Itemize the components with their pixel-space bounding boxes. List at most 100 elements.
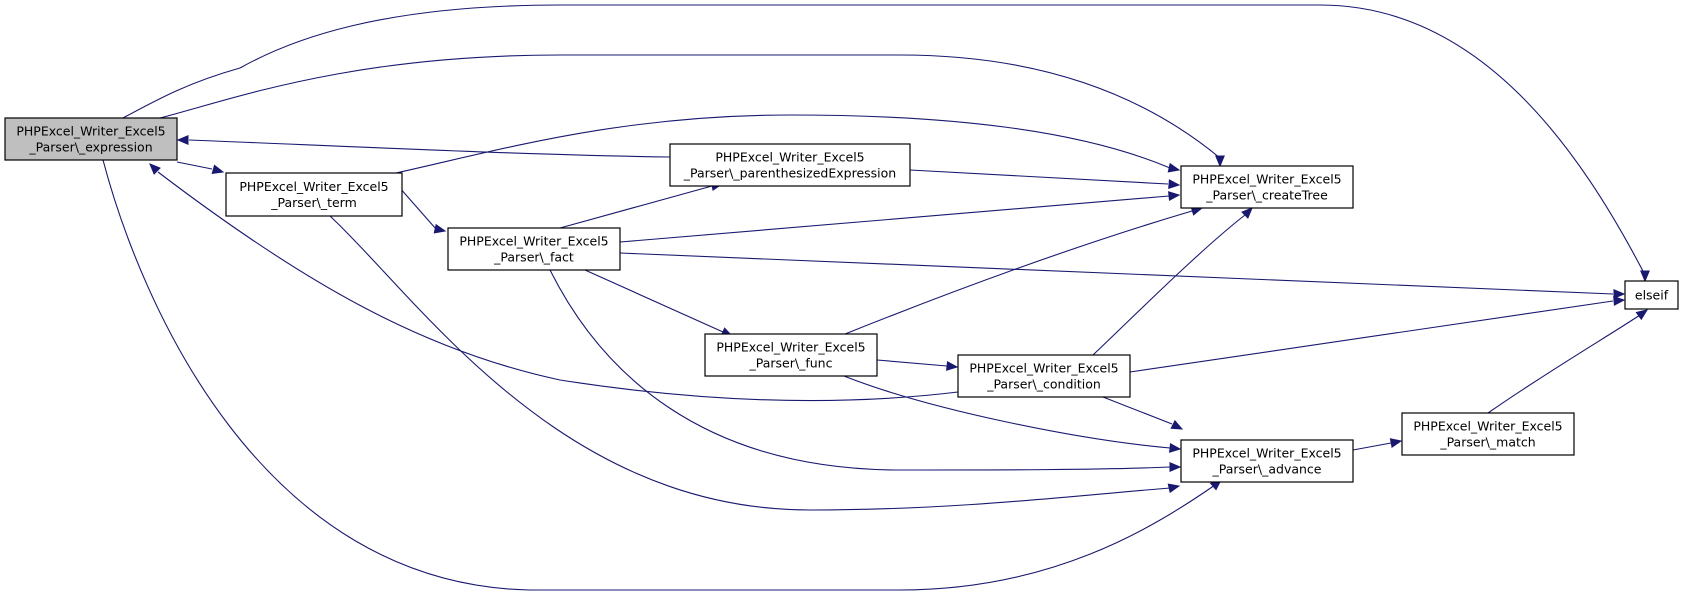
edge-advance-to-match — [1352, 438, 1403, 451]
node-match[interactable]: PHPExcel_Writer_Excel5_Parser\_match — [1401, 412, 1575, 456]
node-term[interactable]: PHPExcel_Writer_Excel5_Parser\_term — [225, 172, 403, 217]
edge-func-to-createTree — [844, 206, 1204, 335]
arrowhead-icon — [149, 163, 161, 175]
edge-condition-to-expression — [149, 163, 959, 402]
edge-line — [159, 54, 1221, 159]
node-box — [225, 172, 403, 217]
edge-fact-to-func — [584, 269, 734, 337]
node-label-line: PHPExcel_Writer_Excel5 — [239, 179, 388, 194]
edge-line — [909, 169, 1169, 185]
edge-fact-to-elseif — [619, 252, 1626, 299]
node-label-line: PHPExcel_Writer_Excel5 — [1413, 419, 1562, 434]
arrowhead-icon — [1168, 179, 1181, 190]
node-label-line: PHPExcel_Writer_Excel5 — [16, 124, 165, 139]
arrowhead-icon — [433, 223, 447, 234]
node-advance[interactable]: PHPExcel_Writer_Excel5_Parser\_advance — [1180, 439, 1354, 483]
edge-line — [329, 215, 1171, 511]
edge-line — [559, 185, 713, 229]
arrowhead-icon — [1167, 483, 1181, 494]
arrowhead-icon — [1640, 270, 1650, 283]
edge-line — [398, 186, 437, 230]
edge-line — [188, 139, 671, 158]
node-label-line: _Parser\_advance — [1212, 462, 1322, 477]
edge-line — [1487, 314, 1641, 414]
node-box — [1401, 412, 1575, 456]
arrowhead-icon — [1167, 162, 1181, 173]
arrowhead-icon — [1169, 443, 1182, 453]
edge-line — [1352, 442, 1392, 451]
edge-match-to-elseif — [1487, 309, 1649, 414]
edge-layer — [102, 4, 1650, 591]
arrowhead-icon — [1389, 438, 1403, 448]
edge-func-to-advance — [843, 375, 1182, 453]
arrowhead-icon — [1169, 462, 1182, 472]
node-box — [4, 117, 178, 161]
node-layer: PHPExcel_Writer_Excel5_Parser\_expressio… — [4, 117, 1679, 483]
node-label-line: _Parser\_term — [270, 195, 357, 210]
node-label-line: _Parser\_expression — [28, 140, 152, 155]
node-label-line: _Parser\_match — [1439, 435, 1535, 450]
arrowhead-icon — [1168, 191, 1181, 201]
node-label-line: PHPExcel_Writer_Excel5 — [715, 150, 864, 165]
edge-line — [176, 161, 213, 170]
edge-expression-to-createTree — [159, 54, 1225, 168]
node-createTree[interactable]: PHPExcel_Writer_Excel5_Parser\_createTre… — [1180, 165, 1354, 209]
node-label-line: _Parser\_func — [749, 356, 833, 371]
edge-line — [1092, 214, 1246, 356]
node-expression[interactable]: PHPExcel_Writer_Excel5_Parser\_expressio… — [4, 117, 178, 161]
arrowhead-icon — [1635, 309, 1649, 321]
node-elseif[interactable]: elseif — [1624, 280, 1679, 310]
node-box — [957, 354, 1131, 398]
edge-line — [844, 210, 1193, 335]
node-label-line: elseif — [1635, 288, 1669, 303]
node-func[interactable]: PHPExcel_Writer_Excel5_Parser\_func — [704, 333, 878, 377]
edge-parenthesized-to-expression — [176, 135, 671, 158]
edge-term-to-fact — [398, 186, 447, 234]
edge-line — [157, 171, 959, 402]
edge-line — [619, 195, 1170, 243]
edge-line — [619, 252, 1614, 295]
node-label-line: _Parser\_fact — [493, 250, 574, 265]
arrowhead-icon — [946, 361, 959, 371]
edge-func-to-condition — [876, 359, 959, 371]
edge-term-to-advance — [329, 215, 1181, 511]
node-parenthesized[interactable]: PHPExcel_Writer_Excel5_Parser\_parenthes… — [669, 143, 911, 187]
node-label-line: PHPExcel_Writer_Excel5 — [1192, 172, 1341, 187]
edge-line — [122, 4, 1646, 276]
edge-line — [549, 269, 1171, 471]
node-condition[interactable]: PHPExcel_Writer_Excel5_Parser\_condition — [957, 354, 1131, 398]
arrowhead-icon — [1613, 295, 1626, 306]
edge-line — [102, 159, 1216, 591]
edge-condition-to-createTree — [1092, 207, 1253, 356]
edge-condition-to-elseif — [1129, 295, 1626, 373]
edge-fact-to-parenthesized — [559, 181, 724, 229]
edge-fact-to-createTree — [619, 191, 1181, 243]
edge-line — [1102, 396, 1173, 425]
edge-line — [876, 359, 948, 367]
edge-line — [395, 114, 1171, 174]
arrowhead-icon — [1241, 207, 1253, 219]
node-box — [704, 333, 878, 377]
edge-expression-to-term — [176, 161, 225, 174]
node-label-line: _Parser\_condition — [986, 377, 1101, 392]
node-box — [1624, 280, 1679, 310]
node-label-line: PHPExcel_Writer_Excel5 — [716, 340, 865, 355]
edge-parenthesized-to-createTree — [909, 169, 1181, 190]
edge-expression-to-elseif — [122, 4, 1650, 283]
edge-line — [584, 269, 724, 333]
arrowhead-icon — [1215, 155, 1225, 168]
arrowhead-icon — [211, 164, 225, 174]
node-label-line: PHPExcel_Writer_Excel5 — [1192, 446, 1341, 461]
arrowhead-icon — [176, 135, 189, 145]
node-box — [1180, 439, 1354, 483]
edge-line — [843, 375, 1171, 449]
arrowhead-icon — [1170, 419, 1184, 430]
node-fact[interactable]: PHPExcel_Writer_Excel5_Parser\_fact — [447, 227, 621, 271]
node-label-line: _Parser\_createTree — [1205, 188, 1328, 203]
arrowhead-icon — [1613, 289, 1626, 299]
node-label-line: PHPExcel_Writer_Excel5 — [969, 361, 1118, 376]
edge-term-to-createTree — [395, 114, 1181, 174]
edge-condition-to-advance — [1102, 396, 1184, 430]
node-label-line: _Parser\_parenthesizedExpression — [683, 166, 896, 181]
